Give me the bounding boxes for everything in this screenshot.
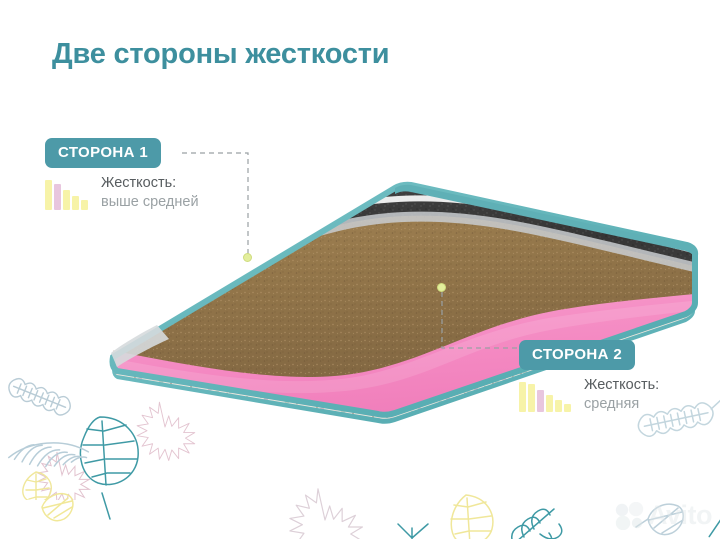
stiffness-text-side-two: Жесткость: средняя	[584, 376, 659, 413]
avito-watermark-text: Avito	[648, 500, 713, 530]
felt-cut-face	[111, 325, 169, 367]
avito-watermark: Avito	[614, 500, 713, 531]
bar-chart-icon-side-one	[45, 178, 88, 210]
stiffness-label-side-two: Жесткость:	[584, 377, 660, 393]
stiffness-value-side-two: средняя	[584, 395, 640, 412]
mattress-cross-section-illustration	[109, 181, 699, 424]
bar-chart-icon-side-two	[519, 380, 571, 412]
marker-dot-side-one	[243, 253, 252, 262]
badge-side-one: СТОРОНА 1	[45, 138, 162, 168]
stiffness-label-side-one: Жесткость:	[101, 175, 177, 191]
marker-dot-side-two	[437, 283, 446, 292]
badge-side-two: СТОРОНА 2	[519, 340, 636, 370]
stiffness-value-side-one: выше средней	[101, 193, 199, 210]
leader-line-side-one	[182, 152, 249, 257]
mattress-top-edge	[395, 184, 696, 261]
avito-logo-icon	[615, 501, 644, 530]
stiffness-block-side-one: Жесткость: выше средней	[45, 174, 199, 211]
page-title: Две стороны жесткости	[52, 38, 390, 70]
leader-line-side-two	[441, 292, 522, 349]
stiffness-text-side-one: Жесткость: выше средней	[101, 174, 199, 211]
stiffness-block-side-two: Жесткость: средняя	[519, 376, 659, 413]
